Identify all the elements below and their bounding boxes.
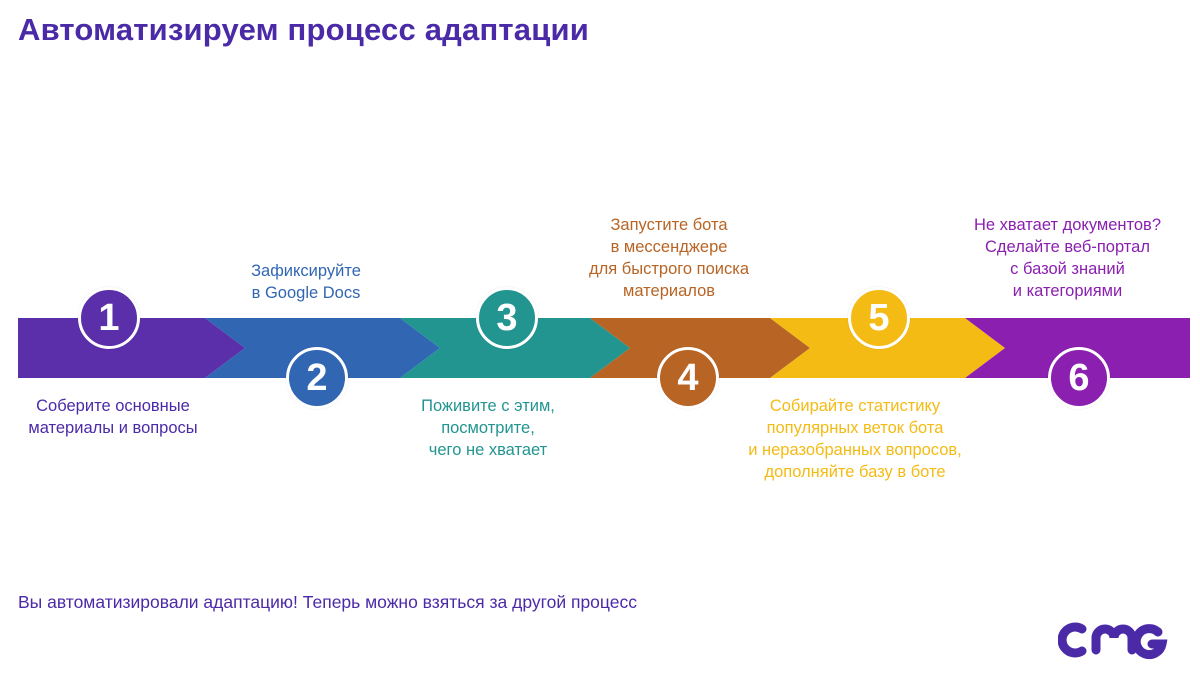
step-3-line-3: чего не хватает <box>428 441 548 459</box>
step-3-circle: 3 <box>476 287 538 349</box>
step-5-line-4: дополняйте базу в боте <box>764 463 946 481</box>
step-4-line-2: в мессенджере <box>610 238 728 256</box>
step-6-line-3: с базой знаний <box>1010 260 1125 278</box>
arrow-segment-5 <box>770 318 1005 378</box>
step-4-line-1: Запустите бота <box>610 216 728 234</box>
step-6-line-1: Не хватает документов? <box>973 216 1162 234</box>
step-6-line-2: Сделайте веб-портал <box>985 238 1150 256</box>
step-2-circle: 2 <box>286 347 348 409</box>
step-6-line-4: и категориями <box>1012 282 1123 300</box>
step-5-circle: 5 <box>848 287 910 349</box>
step-3-line-2: посмотрите, <box>441 419 535 437</box>
step-6-label: Не хватает документов? Сделайте веб-порт… <box>945 214 1190 302</box>
arrow-segment-3 <box>400 318 630 378</box>
step-4-number: 4 <box>677 356 699 399</box>
step-5-number: 5 <box>868 296 890 339</box>
step-2-label: Зафиксируйте в Google Docs <box>216 260 396 304</box>
step-5-line-2: популярных веток бота <box>766 419 944 437</box>
step-5-line-1: Собирайте статистику <box>769 397 941 415</box>
step-4-label: Запустите бота в мессенджере для быстрог… <box>568 214 770 302</box>
step-3-label: Поживите с этим, посмотрите, чего не хва… <box>403 395 573 461</box>
step-1-line-2: материалы и вопросы <box>28 419 198 437</box>
arrow-segment-4 <box>590 318 810 378</box>
cmg-logo-icon <box>1058 622 1168 660</box>
step-3-number: 3 <box>496 296 518 339</box>
arrow-segment-1 <box>18 318 245 378</box>
step-3-line-1: Поживите с этим, <box>421 397 555 415</box>
step-2-number: 2 <box>306 356 328 399</box>
step-2-line-1: Зафиксируйте <box>251 262 361 280</box>
step-5-line-3: и неразобранных вопросов, <box>748 441 962 459</box>
step-4-line-4: материалов <box>622 282 716 300</box>
page-title: Автоматизируем процесс адаптации <box>18 12 589 47</box>
step-1-circle: 1 <box>78 287 140 349</box>
step-1-line-1: Соберите основные <box>36 397 190 415</box>
step-5-label: Собирайте статистику популярных веток бо… <box>730 395 980 483</box>
step-1-label: Соберите основные материалы и вопросы <box>18 395 208 439</box>
step-4-circle: 4 <box>657 347 719 409</box>
step-1-number: 1 <box>98 296 120 339</box>
step-6-circle: 6 <box>1048 347 1110 409</box>
footer-text: Вы автоматизировали адаптацию! Теперь мо… <box>18 592 637 612</box>
step-2-line-2: в Google Docs <box>251 284 361 302</box>
step-4-line-3: для быстрого поиска <box>589 260 749 278</box>
step-6-number: 6 <box>1068 356 1090 399</box>
